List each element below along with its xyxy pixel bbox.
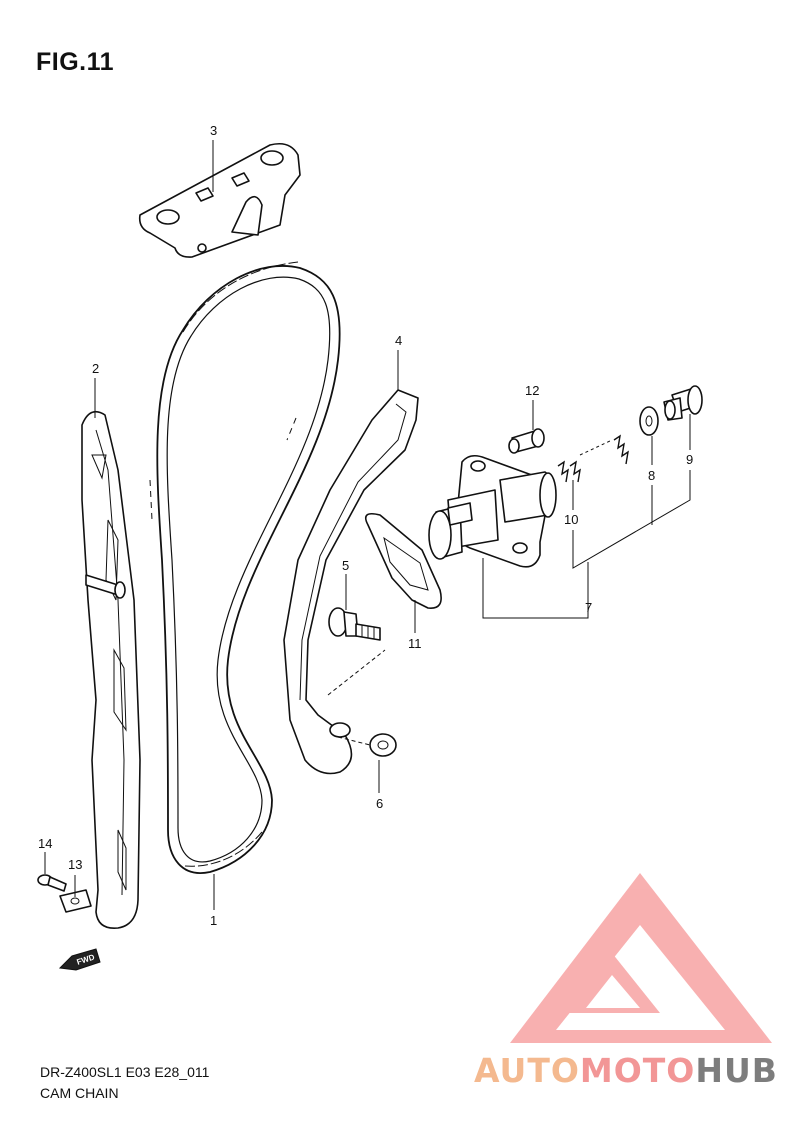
part-4-chain-tensioner-guide — [283, 389, 419, 775]
watermark-text-auto: AUTO — [474, 1051, 580, 1090]
fwd-arrow-icon: FWD — [58, 948, 101, 971]
watermark-logo-icon — [510, 873, 772, 1043]
part-9-plug-bolt — [663, 385, 703, 421]
watermark-text: AUTOMOTOHUB — [474, 1051, 778, 1090]
part-7-tensioner-assembly — [428, 454, 557, 568]
watermark-text-moto: MOTO — [579, 1051, 696, 1090]
callout-2: 2 — [92, 361, 99, 376]
callout-11: 11 — [408, 636, 422, 651]
part-2-chain-guide-blade — [81, 410, 141, 929]
part-1-cam-chain — [149, 261, 341, 874]
callout-4: 4 — [395, 333, 402, 348]
callout-12: 12 — [525, 383, 539, 398]
callout-3: 3 — [210, 123, 217, 138]
part-3-guide-plate — [138, 142, 301, 258]
figure-title: FIG.11 — [36, 48, 115, 76]
callout-10: 10 — [564, 512, 578, 527]
part-12-bolt — [508, 428, 545, 454]
callout-7: 7 — [585, 600, 592, 615]
callout-5: 5 — [342, 558, 349, 573]
callout-6: 6 — [376, 796, 383, 811]
part-13-plate — [59, 889, 92, 913]
part-14-screw — [37, 874, 67, 892]
callout-1: 1 — [210, 913, 217, 928]
part-11-gasket — [364, 512, 442, 609]
part-6-washer — [369, 733, 397, 757]
part-5-bolt — [328, 607, 381, 641]
part-10-spring — [557, 434, 629, 483]
callout-14: 14 — [38, 836, 52, 851]
watermark-text-hub: HUB — [695, 1051, 778, 1090]
callout-13: 13 — [68, 857, 82, 872]
part-8-washer — [639, 406, 659, 436]
leader-lines — [44, 140, 691, 910]
model-code: DR-Z400SL1 E03 E28_011 — [40, 1064, 210, 1080]
section-name: CAM CHAIN — [40, 1085, 119, 1101]
callout-8: 8 — [648, 468, 655, 483]
callout-9: 9 — [686, 452, 693, 467]
